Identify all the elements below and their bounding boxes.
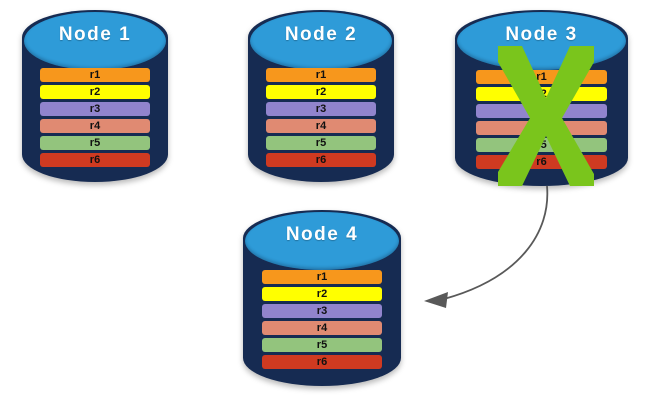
row-r1[interactable]: r1	[265, 68, 377, 82]
row-r3[interactable]: r3	[475, 104, 608, 118]
arrowhead-icon	[424, 292, 448, 308]
row-r4[interactable]: r4	[475, 121, 608, 135]
row-r4[interactable]: r4	[39, 119, 151, 133]
node-4-cylinder-top	[245, 212, 399, 270]
row-r6[interactable]: r6	[39, 153, 151, 167]
node-1-rows: r1 r2 r3 r4 r5 r6	[39, 68, 151, 167]
row-r4[interactable]: r4	[265, 119, 377, 133]
node-3[interactable]: Node 3 r1 r2 r3 r4 r5 r6	[455, 10, 628, 186]
row-r3[interactable]: r3	[39, 102, 151, 116]
row-r6[interactable]: r6	[475, 155, 608, 169]
node-3-rows: r1 r2 r3 r4 r5 r6	[475, 70, 608, 169]
row-r3[interactable]: r3	[265, 102, 377, 116]
node-2-rows: r1 r2 r3 r4 r5 r6	[265, 68, 377, 167]
row-r2[interactable]: r2	[261, 287, 383, 301]
node-1-cylinder-top	[24, 12, 166, 70]
node-2[interactable]: Node 2 r1 r2 r3 r4 r5 r6	[248, 10, 394, 182]
row-r1[interactable]: r1	[39, 68, 151, 82]
row-r3[interactable]: r3	[261, 304, 383, 318]
row-r1[interactable]: r1	[261, 270, 383, 284]
row-r5[interactable]: r5	[265, 136, 377, 150]
row-r6[interactable]: r6	[265, 153, 377, 167]
node-1[interactable]: Node 1 r1 r2 r3 r4 r5 r6	[22, 10, 168, 182]
row-r2[interactable]: r2	[265, 85, 377, 99]
node-3-cylinder-top	[457, 12, 626, 70]
row-r4[interactable]: r4	[261, 321, 383, 335]
row-r6[interactable]: r6	[261, 355, 383, 369]
row-r5[interactable]: r5	[39, 136, 151, 150]
connector-line	[443, 185, 549, 300]
row-r2[interactable]: r2	[475, 87, 608, 101]
node-4[interactable]: Node 4 r1 r2 r3 r4 r5 r6	[243, 210, 401, 386]
row-r1[interactable]: r1	[475, 70, 608, 84]
row-r2[interactable]: r2	[39, 85, 151, 99]
row-r5[interactable]: r5	[261, 338, 383, 352]
node-2-cylinder-top	[250, 12, 392, 70]
node-4-rows: r1 r2 r3 r4 r5 r6	[261, 270, 383, 369]
row-r5[interactable]: r5	[475, 138, 608, 152]
